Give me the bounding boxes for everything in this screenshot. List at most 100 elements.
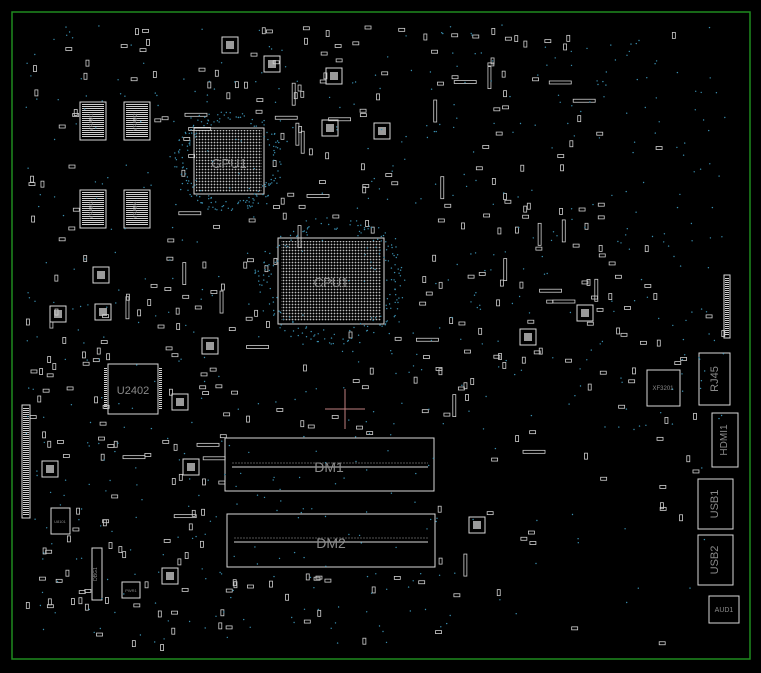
u8101-chip[interactable]: U8101 <box>50 507 71 535</box>
passive <box>504 199 512 204</box>
bar-part <box>182 262 187 285</box>
bar-part <box>539 288 562 293</box>
passive <box>161 116 169 121</box>
gpu-chip[interactable]: GPU1 <box>193 127 265 195</box>
passive <box>73 109 78 116</box>
passive <box>486 511 494 516</box>
passive <box>529 541 537 545</box>
passive <box>255 109 263 114</box>
passive <box>478 327 483 335</box>
pwr-chip[interactable]: PWR1 <box>121 581 141 599</box>
passive <box>315 575 323 580</box>
usb1-label: USB1 <box>709 490 721 519</box>
passive <box>371 586 376 594</box>
passive <box>451 75 459 80</box>
passive <box>599 370 607 375</box>
dbg-label: DBG1 <box>93 567 99 581</box>
passive <box>164 287 172 291</box>
passive <box>624 306 631 310</box>
debug-header[interactable]: DBG1 <box>91 547 103 601</box>
passive <box>276 408 284 412</box>
passive <box>39 576 46 581</box>
passive <box>42 431 46 439</box>
passive <box>659 506 667 511</box>
passive <box>297 84 302 92</box>
vram-chip-2[interactable]: VRAM2 <box>123 101 151 141</box>
usb1-connector[interactable]: USB1 <box>697 478 734 530</box>
passive <box>30 369 38 374</box>
right-edge-connector[interactable] <box>723 274 731 339</box>
usb2-connector[interactable]: USB2 <box>697 534 734 586</box>
bar-part <box>594 278 599 302</box>
passive <box>293 92 298 100</box>
left-edge-connector[interactable] <box>21 404 31 519</box>
passive <box>85 59 90 67</box>
passive <box>42 547 47 555</box>
passive <box>437 81 444 86</box>
passive <box>225 625 233 630</box>
passive <box>94 396 98 404</box>
bar-part <box>184 112 208 117</box>
passive <box>142 28 149 33</box>
passive <box>62 337 67 344</box>
passive <box>620 332 628 337</box>
passive <box>54 308 59 316</box>
passive <box>572 243 580 248</box>
passive <box>144 581 149 589</box>
passive <box>523 40 528 48</box>
bar-part <box>561 219 566 243</box>
cpu-chip[interactable]: CPU1 <box>277 237 385 325</box>
passive <box>105 597 109 604</box>
u8101-label: U8101 <box>54 519 67 524</box>
xf3201-transformer[interactable]: XF3201 <box>646 369 681 407</box>
passive <box>272 160 277 167</box>
vram-chip-3[interactable]: VRAM3 <box>79 189 107 229</box>
dimm-slot-2[interactable]: DM2 <box>226 513 436 568</box>
aud-label: AUD1 <box>715 607 734 614</box>
passive <box>25 318 30 326</box>
passive <box>332 214 340 219</box>
bar-part <box>188 127 212 131</box>
passive <box>628 379 636 384</box>
passive <box>202 391 210 395</box>
rj45-connector[interactable]: RJ45 <box>698 352 731 406</box>
audio-connector[interactable]: AUD1 <box>708 595 740 624</box>
passive <box>437 505 442 513</box>
passive <box>478 271 486 276</box>
passive <box>458 321 466 326</box>
passive <box>57 440 64 444</box>
u2402-label: U2402 <box>117 385 149 397</box>
bar-part <box>202 456 226 461</box>
passive <box>83 255 88 262</box>
bar-part <box>178 211 202 216</box>
hdmi-connector[interactable]: HDMI1 <box>711 412 739 468</box>
passive <box>352 379 360 383</box>
board-outline <box>11 11 751 660</box>
passive <box>423 33 428 41</box>
passive <box>232 579 237 587</box>
passive <box>502 362 507 369</box>
passive <box>198 67 206 72</box>
vram-chip-1[interactable]: VRAM1 <box>79 101 107 141</box>
passive <box>581 280 589 285</box>
passive <box>566 34 571 42</box>
passive <box>418 580 426 585</box>
passive <box>597 202 605 207</box>
passive <box>461 222 465 230</box>
passive <box>200 372 208 377</box>
bar-part <box>522 449 546 454</box>
passive <box>656 436 664 441</box>
passive <box>218 480 226 485</box>
u2402-chip[interactable]: U2402 <box>104 363 162 415</box>
passive <box>366 431 374 435</box>
vram-chip-4[interactable]: VRAM4 <box>123 189 151 229</box>
dimm-slot-1[interactable]: DM1 <box>224 437 435 492</box>
passive <box>300 420 305 428</box>
passive <box>644 284 652 288</box>
passive <box>655 146 663 150</box>
passive <box>319 79 327 84</box>
passive <box>47 440 52 448</box>
passive <box>308 148 313 156</box>
passive <box>470 378 475 385</box>
